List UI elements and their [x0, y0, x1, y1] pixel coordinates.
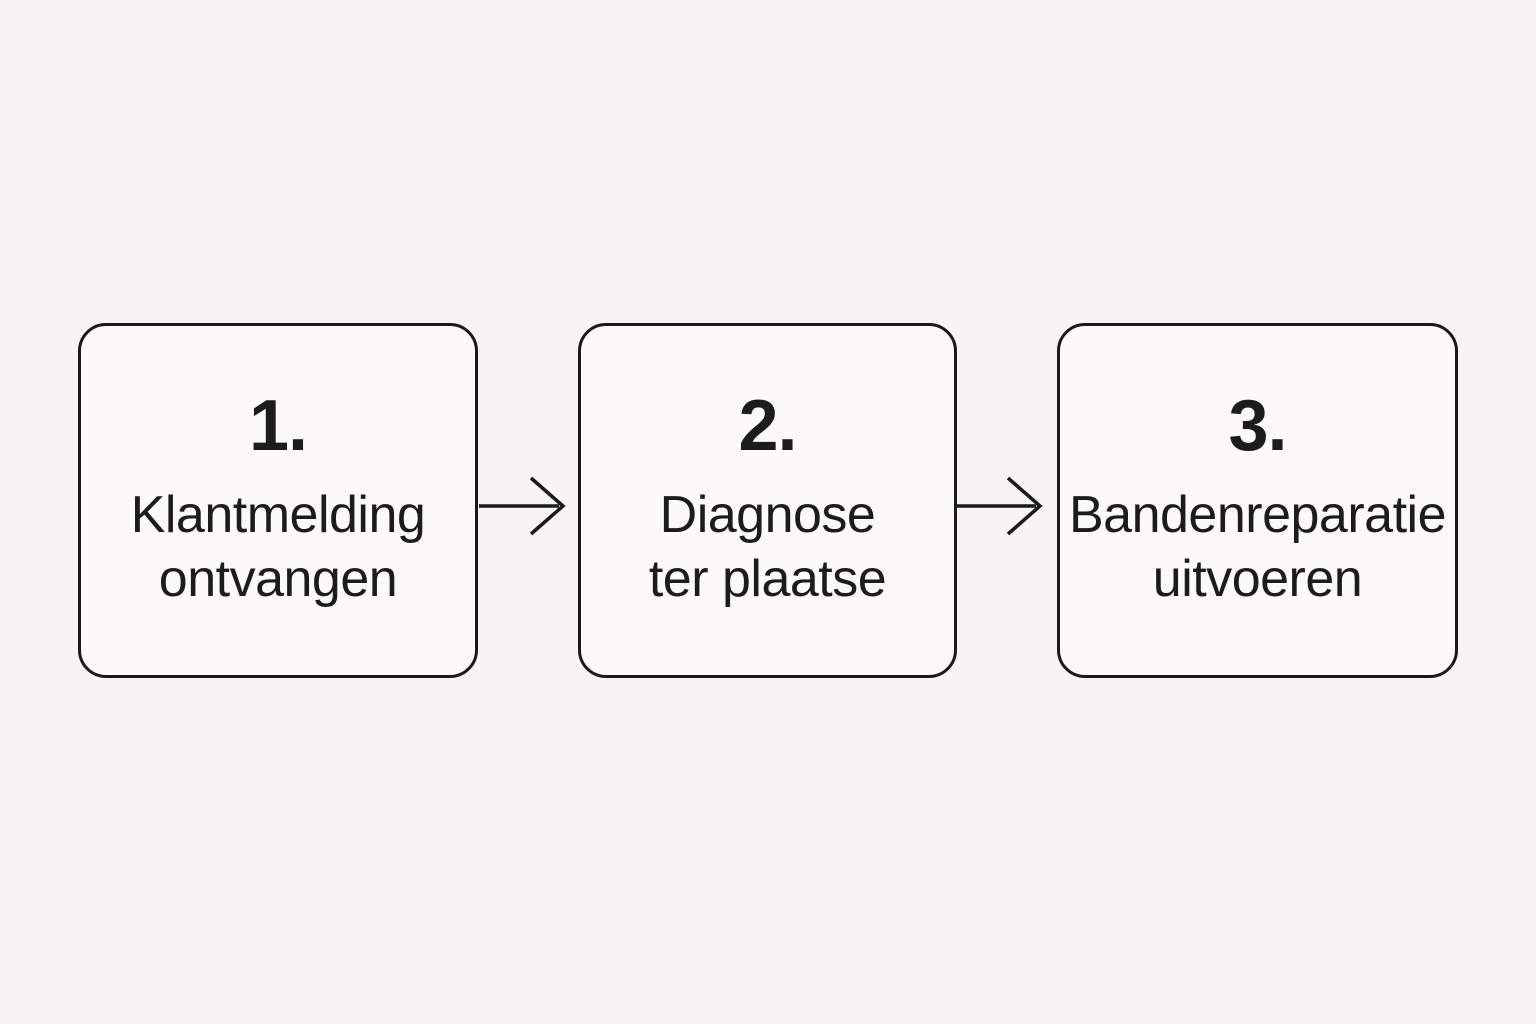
step-box-3: 3. Bandenreparatie uitvoeren [1057, 323, 1458, 678]
step-label-line: uitvoeren [1152, 549, 1363, 608]
step-label: Diagnose ter plaatse [648, 484, 887, 611]
step-number: 1. [248, 386, 308, 467]
step-label-line: ontvangen [158, 549, 398, 608]
step-label-line: Diagnose [659, 486, 876, 545]
step-number: 3. [1228, 386, 1287, 467]
arrow-right-icon [479, 476, 567, 536]
step-label-line: ter plaatse [648, 549, 887, 608]
arrow-right-icon [956, 476, 1044, 536]
step-box-1: 1. Klantmelding ontvangen [78, 323, 478, 678]
step-box-2: 2. Diagnose ter plaatse [578, 323, 957, 678]
step-label-line: Klantmelding [130, 486, 426, 545]
step-label: Klantmelding ontvangen [131, 484, 426, 611]
step-label: Bandenreparatie uitvoeren [1068, 484, 1447, 611]
step-number: 2. [738, 386, 797, 467]
step-label-line: Bandenreparatie [1068, 486, 1447, 545]
